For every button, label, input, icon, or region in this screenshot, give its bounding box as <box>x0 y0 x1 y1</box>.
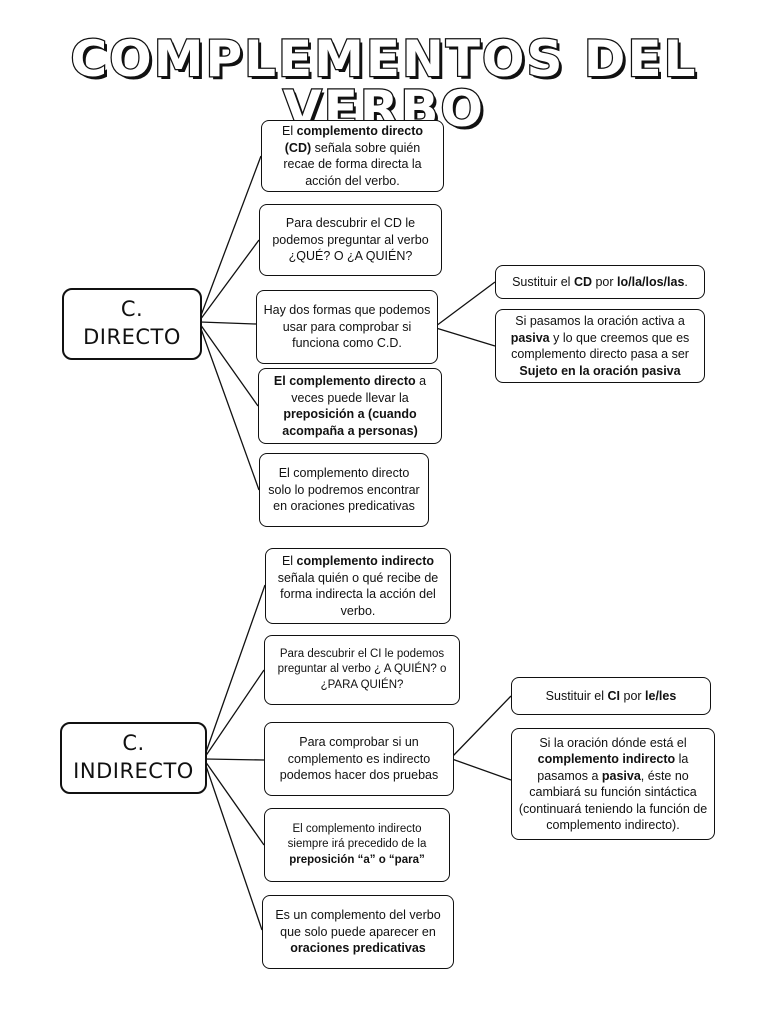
directo-box-2-text: Para descubrir el CD le podemos pregunta… <box>272 216 429 264</box>
indirecto-box-1: El complemento indirecto señala quién o … <box>265 548 451 624</box>
indirecto-node: C. INDIRECTO <box>60 722 207 794</box>
indirecto-box-5: Es un complemento del verbo que solo pue… <box>262 895 454 969</box>
indirecto-box-5-text: Es un complemento del verbo que solo pue… <box>275 908 441 956</box>
directo-box-2: Para descubrir el CD le podemos pregunta… <box>259 204 442 276</box>
indirecto-sub-2: Si la oración dónde está el complemento … <box>511 728 715 840</box>
directo-node: C. DIRECTO <box>62 288 202 360</box>
directo-sub-1-text: Sustituir el CD por lo/la/los/las. <box>512 274 688 289</box>
indirecto-box-3-text: Para comprobar si un complemento es indi… <box>279 735 439 783</box>
directo-box-3-text: Hay dos formas que podemos usar para com… <box>263 303 431 351</box>
indirecto-box-4-text: El complemento indirecto siempre irá pre… <box>287 823 427 866</box>
directo-label: C. DIRECTO <box>83 297 181 349</box>
indirecto-box-2-text: Para descubrir el CI le podemos pregunta… <box>277 648 447 691</box>
indirecto-label: C. INDIRECTO <box>73 731 194 783</box>
indirecto-box-1-text: El complemento indirecto señala quién o … <box>277 554 439 618</box>
directo-box-4: El complemento directo a veces puede lle… <box>258 368 442 444</box>
directo-sub-1: Sustituir el CD por lo/la/los/las. <box>495 265 705 299</box>
directo-box-4-text: El complemento directo a veces puede lle… <box>273 374 427 438</box>
indirecto-box-3: Para comprobar si un complemento es indi… <box>264 722 454 796</box>
indirecto-box-2: Para descubrir el CI le podemos pregunta… <box>264 635 460 705</box>
page-title: COMPLEMENTOS DEL VERBO <box>69 30 698 138</box>
indirecto-sub-2-text: Si la oración dónde está el complemento … <box>518 735 708 833</box>
indirecto-box-4: El complemento indirecto siempre irá pre… <box>264 808 450 882</box>
indirecto-sub-1-text: Sustituir el CI por le/les <box>545 688 677 703</box>
directo-box-3: Hay dos formas que podemos usar para com… <box>256 290 438 364</box>
directo-box-5: El complemento directo solo lo podremos … <box>259 453 429 527</box>
directo-sub-2-text: Si pasamos la oración activa a pasiva y … <box>510 314 690 378</box>
directo-sub-2: Si pasamos la oración activa a pasiva y … <box>495 309 705 383</box>
indirecto-sub-1: Sustituir el CI por le/les <box>511 677 711 715</box>
directo-box-5-text: El complemento directo solo lo podremos … <box>268 466 420 514</box>
directo-box-1-text: El complemento directo (CD) señala sobre… <box>281 124 423 188</box>
directo-box-1: El complemento directo (CD) señala sobre… <box>261 120 444 192</box>
